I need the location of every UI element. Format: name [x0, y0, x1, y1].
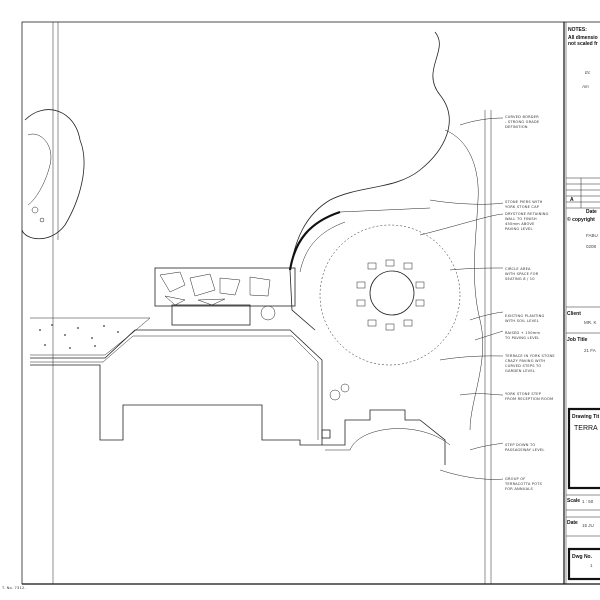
- planting-bed: [30, 317, 151, 356]
- revision-letter: A: [570, 197, 574, 203]
- drawing-title-label: Drawing Tit: [572, 414, 599, 420]
- circle-seating-area: [319, 224, 461, 366]
- stone-step: [171, 304, 251, 326]
- copyright: © copyright: [567, 216, 595, 223]
- revision-table: [566, 177, 600, 209]
- tree-canopy: [21, 109, 85, 240]
- client-label: Client: [567, 311, 581, 317]
- drawing-title-value: TERRA: [574, 425, 598, 432]
- leader-lines: [419, 117, 504, 480]
- job-title-value: 21 FA: [584, 348, 596, 353]
- curved-border-line: [289, 31, 450, 271]
- planting-edge: [444, 129, 484, 431]
- terrace-paving: [154, 267, 296, 326]
- date-label: Date: [567, 520, 578, 526]
- notes-text: All dimensio: [568, 35, 598, 41]
- notes-text: not scaled fr: [568, 41, 598, 47]
- notes-label: NOTES:: [568, 27, 587, 33]
- date-value: 15 JU: [582, 523, 594, 528]
- terracotta-pot: [340, 383, 350, 393]
- terracotta-pot: [329, 389, 341, 401]
- stone-pier: [321, 429, 331, 439]
- job-title-label: Job Title: [567, 337, 588, 343]
- drawing-number-box: [567, 547, 600, 581]
- house-outline: [30, 329, 323, 446]
- drystone-retaining-wall: [288, 210, 341, 271]
- terracotta-pot: [260, 305, 276, 321]
- company-name: FABU: [586, 233, 598, 238]
- footer-reference: T. No. 7312.: [1, 586, 26, 590]
- revision-date-label: Date: [586, 209, 597, 215]
- client-value: MR. K: [584, 320, 597, 325]
- site-boundaries: [52, 22, 492, 584]
- scale-label: Scale: [567, 498, 580, 504]
- drawing-number-value: 1: [590, 563, 593, 568]
- company-phone: 0208: [586, 244, 597, 249]
- svg-text:Ec: Ec: [585, 70, 591, 75]
- drawing-number-label: Dwg No.: [572, 554, 593, 560]
- scale-value: 1 : 50: [582, 499, 594, 504]
- svg-text:Am: Am: [581, 84, 589, 89]
- drawing-title-box: [567, 407, 600, 490]
- round-table: [369, 270, 415, 316]
